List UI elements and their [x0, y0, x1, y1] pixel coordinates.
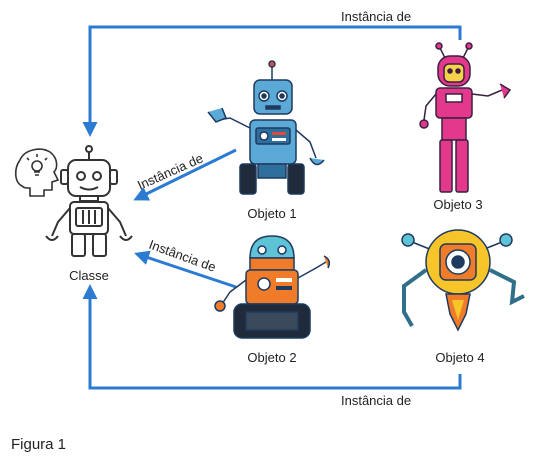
- class-object-diagram: Instância de Instância de Instância de I…: [14, 9, 525, 408]
- objeto2-robot-icon: [214, 235, 331, 339]
- objeto4-label: Objeto 4: [435, 350, 484, 365]
- objeto3-label: Objeto 3: [433, 197, 482, 212]
- classe-robot-icon: [45, 145, 133, 257]
- objeto3-robot-icon: [419, 42, 512, 193]
- arrow-objeto4-to-classe: [82, 284, 462, 390]
- objeto1-robot-icon: [207, 60, 325, 195]
- objeto1-label: Objeto 1: [247, 206, 296, 221]
- classe-label: Classe: [69, 268, 109, 283]
- relation-label-bottom: Instância de: [341, 393, 411, 408]
- figure-caption: Figura 1: [11, 436, 67, 453]
- arrow-objeto2-to-classe: [134, 250, 237, 289]
- thinking-head-icon: [14, 148, 60, 197]
- objeto2-label: Objeto 2: [247, 350, 296, 365]
- relation-label-top: Instância de: [341, 9, 411, 24]
- arrow-objeto1-to-classe: [133, 148, 237, 201]
- arrow-objeto3-to-classe: [82, 25, 462, 137]
- arrows: [82, 25, 462, 390]
- objeto4-robot-icon: [401, 229, 525, 332]
